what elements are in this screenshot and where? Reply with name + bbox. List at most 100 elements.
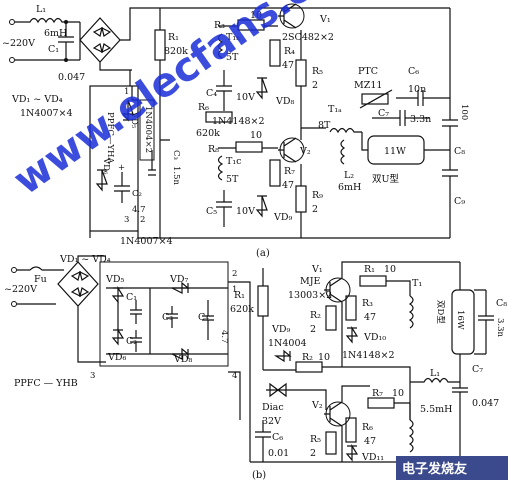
diode-VD6-b: [111, 327, 125, 346]
ic-ppfc-yhb: [99, 261, 229, 367]
capacitor-C9: [442, 169, 458, 177]
resistor-R8: [235, 141, 263, 153]
label-C7: C₇: [378, 108, 389, 119]
capacitor-C1: [58, 22, 74, 60]
label-lamp-type: 双U型: [372, 174, 400, 185]
label-C7-value-b: 0.047: [472, 398, 499, 409]
label-R1b: R₁: [364, 264, 375, 275]
diode-VD11: [345, 443, 359, 462]
label-V1: V₁: [319, 14, 331, 25]
capacitor-C4-b: [202, 300, 214, 340]
winding-T1c: [217, 155, 224, 181]
label-VD6-b: VD₆: [107, 352, 126, 363]
junction: [64, 20, 68, 24]
label-R2b-value: 10: [318, 352, 330, 363]
resistor-R6-b: [345, 417, 357, 443]
label-R5-value-b: 2: [310, 448, 316, 459]
label-R2b: R₂: [302, 352, 313, 363]
label-C3-value: 1.5n: [171, 166, 181, 186]
label-R3-value: 10: [250, 10, 262, 21]
label-C7-b: C₇: [472, 364, 483, 375]
label-C4-value: 10V: [236, 92, 255, 103]
wire: [300, 30, 326, 129]
resistor-R1-b: [257, 285, 269, 317]
winding-T1-lower: [408, 419, 414, 453]
wire: [263, 302, 411, 420]
label-R4: R₄: [284, 46, 295, 57]
resistor-R2-10-b: [295, 361, 323, 373]
resistor-R7-b: [367, 397, 395, 409]
label-R3-b: R₃: [362, 298, 373, 309]
corner-logo-badge: [396, 456, 508, 480]
label-V2: V₂: [299, 146, 311, 157]
diac: [266, 382, 290, 398]
capacitor-C6: [396, 90, 450, 106]
ic-ppfc-yha: [89, 85, 139, 232]
label-C5-value: 10V: [236, 206, 255, 217]
label-diac: Diac: [262, 402, 284, 413]
capacitor-C5: [216, 190, 232, 227]
label-C8-value: 100: [459, 104, 469, 120]
winding-T1b: [217, 33, 224, 59]
label-VD8: VD₈: [275, 96, 294, 107]
capacitor-C3-b: [166, 306, 178, 328]
capacitor-C8-b: [478, 290, 494, 354]
label-T1c: T₁c: [226, 156, 241, 167]
label-R7: R₇: [284, 166, 295, 177]
label-mains-b: ~220V: [4, 284, 37, 295]
resistor-R7: [269, 159, 281, 187]
resistor-R5-b: [325, 431, 337, 455]
label-C9: C₉: [454, 196, 465, 207]
label-lamp-type-b: 双D型: [435, 300, 445, 324]
label-T1a: T₁ₐ: [328, 104, 342, 115]
label-T1b-turns: 5T: [226, 52, 239, 63]
mains-terminal: [9, 19, 15, 25]
diode-pair-box: [139, 99, 155, 161]
label-C3: C₃: [171, 150, 181, 160]
label-V2-b: V₂: [311, 400, 323, 411]
label-R1-value-b: 620k: [230, 304, 254, 315]
label-T1-b: T₁: [412, 278, 422, 289]
transistor-V2: [278, 137, 305, 163]
label-VD9: VD₉: [273, 212, 292, 223]
junction: [64, 58, 68, 62]
caption-a: (a): [256, 248, 270, 259]
label-pin4-b: 4: [232, 371, 237, 381]
diode-VD9: [255, 195, 268, 218]
label-VD9-type: 1N4004: [268, 338, 307, 349]
label-transistor-type: MJE: [300, 276, 321, 287]
resistor-R3-b: [345, 295, 357, 321]
label-Fu: Fu: [34, 274, 47, 285]
label-diac-value: 32V: [262, 416, 281, 427]
label-C6: C₆: [408, 66, 419, 77]
label-R9-value: 2: [312, 204, 318, 215]
diagram-a: L₁ 6mH C₁ 0.047 ~220V VD₁ ~ VD₄ 1N4007×4…: [2, 3, 469, 259]
label-ic-b: PPFC — YHB: [14, 378, 78, 389]
label-lamp: 11W: [384, 146, 406, 157]
label-R4-value: 47: [282, 60, 294, 71]
wire: [341, 385, 411, 420]
label-VD11: VD₁₁: [361, 452, 384, 463]
wire: [459, 289, 486, 462]
label-PTC-model: MZ11: [354, 80, 382, 91]
label-R8: R₈: [208, 144, 219, 155]
wire: [359, 89, 393, 109]
label-ic: PPFC—YHA: [105, 112, 115, 164]
label-C1-b: C₁: [126, 292, 137, 303]
wire: [300, 7, 450, 239]
capacitor-C8: [442, 119, 458, 127]
label-C4-b: C₄: [198, 312, 209, 323]
label-rectifier-type: 1N4007×4: [20, 108, 73, 119]
label-pin2-b: 2: [232, 269, 237, 279]
bridge-rectifier-b: [57, 261, 99, 307]
label-R6-b: R₆: [362, 422, 373, 433]
label-diode-pair: 1N4148×2: [212, 116, 265, 127]
wire: [341, 261, 460, 296]
inductor-L1-b: [410, 377, 460, 384]
capacitor-C7: [372, 110, 430, 126]
label-R1: R₁: [168, 32, 179, 43]
lamp-16W: [451, 289, 475, 355]
capacitor-C1-b: [130, 300, 142, 324]
label-R3-value-b: 47: [364, 312, 376, 323]
